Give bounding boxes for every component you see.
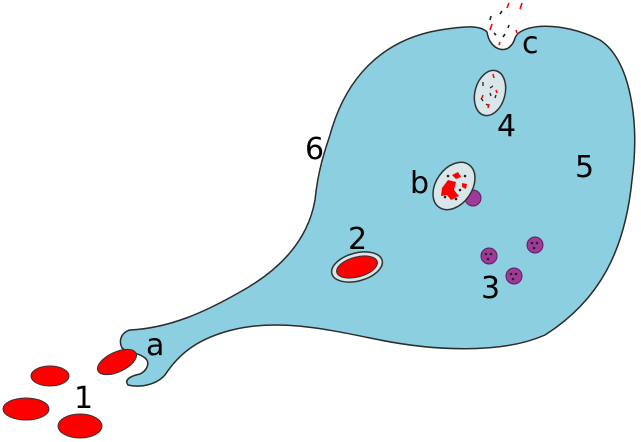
- label-a: a: [146, 328, 164, 363]
- label-c: c: [522, 26, 539, 61]
- residual-body: [473, 69, 507, 117]
- label-2: 2: [348, 222, 367, 257]
- red-blood-cell: [57, 413, 103, 439]
- exocytosis-debris: [489, 2, 523, 46]
- label-1: 1: [74, 381, 93, 416]
- red-blood-cells-free: [2, 348, 137, 439]
- label-4: 4: [497, 109, 516, 144]
- label-b: b: [410, 166, 429, 201]
- label-6: 6: [305, 132, 324, 167]
- red-blood-cell: [30, 365, 70, 387]
- cell-body: [119, 25, 636, 387]
- label-3: 3: [481, 271, 500, 306]
- red-blood-cell-engulfing: [97, 348, 137, 376]
- phagolysosome: [432, 161, 482, 211]
- red-blood-cell: [2, 397, 50, 421]
- lysosome: [526, 236, 544, 254]
- lysosomes: [480, 236, 544, 285]
- lysosome: [480, 247, 498, 265]
- label-5: 5: [575, 150, 594, 185]
- lysosome: [505, 267, 523, 285]
- phagosome: [330, 251, 384, 283]
